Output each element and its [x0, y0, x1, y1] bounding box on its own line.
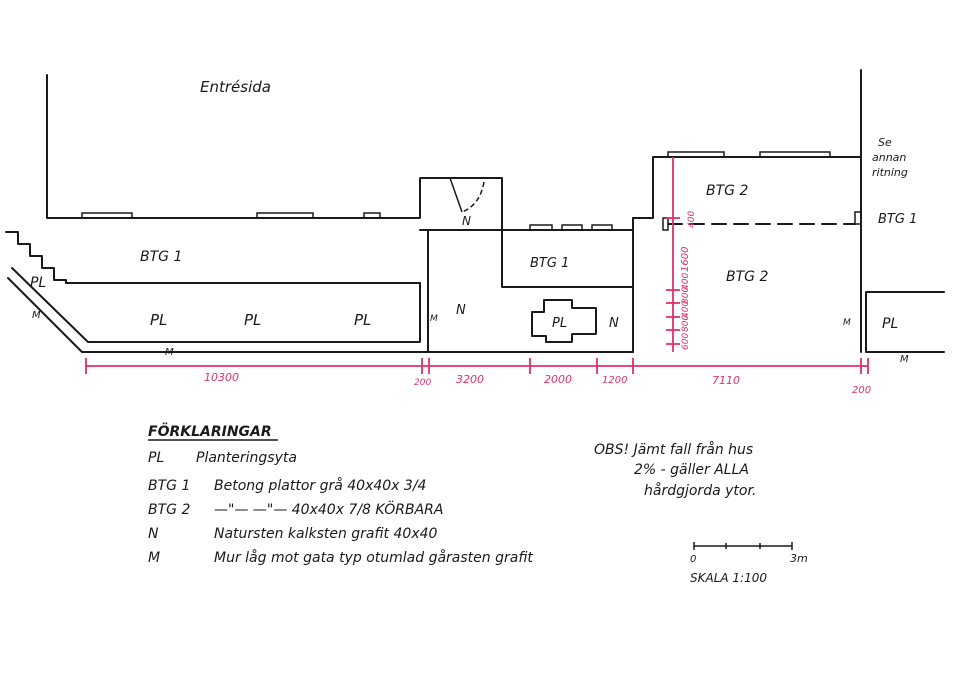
paving-lines: [7, 160, 945, 353]
dim-v-400-c: 400: [687, 211, 697, 228]
planting-box: [531, 299, 597, 343]
dim-v-1600: 1600: [680, 247, 691, 272]
slope-note: OBS! Jämt fall från hus 2% - gäller ALLA…: [594, 441, 756, 499]
label-pl-right: PL: [882, 316, 898, 332]
dim-2000: 2000: [544, 373, 572, 386]
vertical-dims: 600 800 400 800 400 1600 400: [680, 211, 697, 350]
label-pl-1: PL: [150, 311, 167, 329]
legend-text-pl: Planteringsyta: [196, 450, 297, 466]
dim-7110: 7110: [712, 374, 740, 387]
entrance-door: [440, 177, 485, 213]
legend-code-m: M: [148, 550, 160, 566]
label-m-diag: M: [32, 310, 41, 321]
dim-v-800-a: 800: [681, 315, 691, 332]
dim-200-a: 200: [414, 378, 431, 388]
legend-code-n: N: [148, 526, 159, 542]
legend-code-btg1: BTG 1: [148, 478, 190, 494]
label-n-door: N: [462, 214, 471, 228]
facade-windows: [81, 151, 862, 231]
legend-heading: FÖRKLARINGAR: [148, 422, 272, 440]
label-m-bottom: M: [165, 347, 174, 358]
dimension-lines: [85, 157, 869, 374]
label-btg2-top: BTG 2: [706, 183, 748, 199]
side-note-3: ritning: [872, 166, 908, 179]
label-btg1-left: BTG 1: [140, 249, 182, 265]
label-btg2-main: BTG 2: [726, 269, 768, 285]
legend-text-btg1: Betong plattor grå 40x40x 3/4: [214, 477, 426, 494]
dim-200-b: 200: [852, 385, 871, 396]
scale-bar: 0 3m SKALA 1:100: [690, 542, 808, 585]
label-pl-3: PL: [354, 311, 371, 329]
scale-zero: 0: [690, 554, 696, 565]
label-btg1-mid: BTG 1: [530, 256, 569, 271]
dim-10300: 10300: [204, 371, 239, 384]
dim-1200: 1200: [602, 375, 627, 386]
side-note-1: Se: [878, 136, 892, 149]
label-m-mid: M: [430, 314, 438, 324]
legend: FÖRKLARINGAR PL Planteringsyta BTG 1 Bet…: [148, 422, 533, 566]
legend-text-n: Natursten kalksten grafit 40x40: [214, 526, 438, 542]
legend-text-btg2: —"— —"— 40x40x 7/8 KÖRBARA: [214, 500, 443, 518]
scale-label: SKALA 1:100: [690, 571, 767, 585]
drawing-title: Entrésida: [200, 78, 271, 96]
dim-v-800-b: 800: [681, 287, 691, 304]
label-n-mid: N: [456, 303, 466, 318]
label-btg1-right: BTG 1: [878, 212, 917, 227]
dim-v-400-a: 400: [681, 301, 691, 318]
label-pl-2: PL: [244, 311, 261, 329]
legend-text-m: Mur låg mot gata typ otumlad gårasten gr…: [214, 549, 533, 566]
label-m-right1: M: [843, 318, 851, 328]
legend-code-btg2: BTG 2: [148, 502, 190, 518]
note-line-1: OBS! Jämt fall från hus: [594, 441, 753, 458]
label-n-right: N: [609, 316, 619, 331]
dim-3200: 3200: [456, 373, 484, 386]
note-line-3: hårdgjorda ytor.: [644, 482, 756, 499]
note-line-2: 2% - gäller ALLA: [634, 462, 749, 478]
label-pl-stairs: PL: [30, 275, 46, 291]
label-m-right2: M: [900, 354, 909, 365]
house-outline: [46, 69, 862, 353]
dim-v-600: 600: [681, 333, 691, 350]
legend-code-pl: PL: [148, 450, 164, 466]
scale-end: 3m: [790, 552, 808, 565]
stairs: [5, 231, 76, 284]
side-note-2: annan: [872, 151, 906, 164]
dim-v-400-b: 400: [681, 273, 691, 290]
label-pl-box: PL: [552, 316, 567, 331]
